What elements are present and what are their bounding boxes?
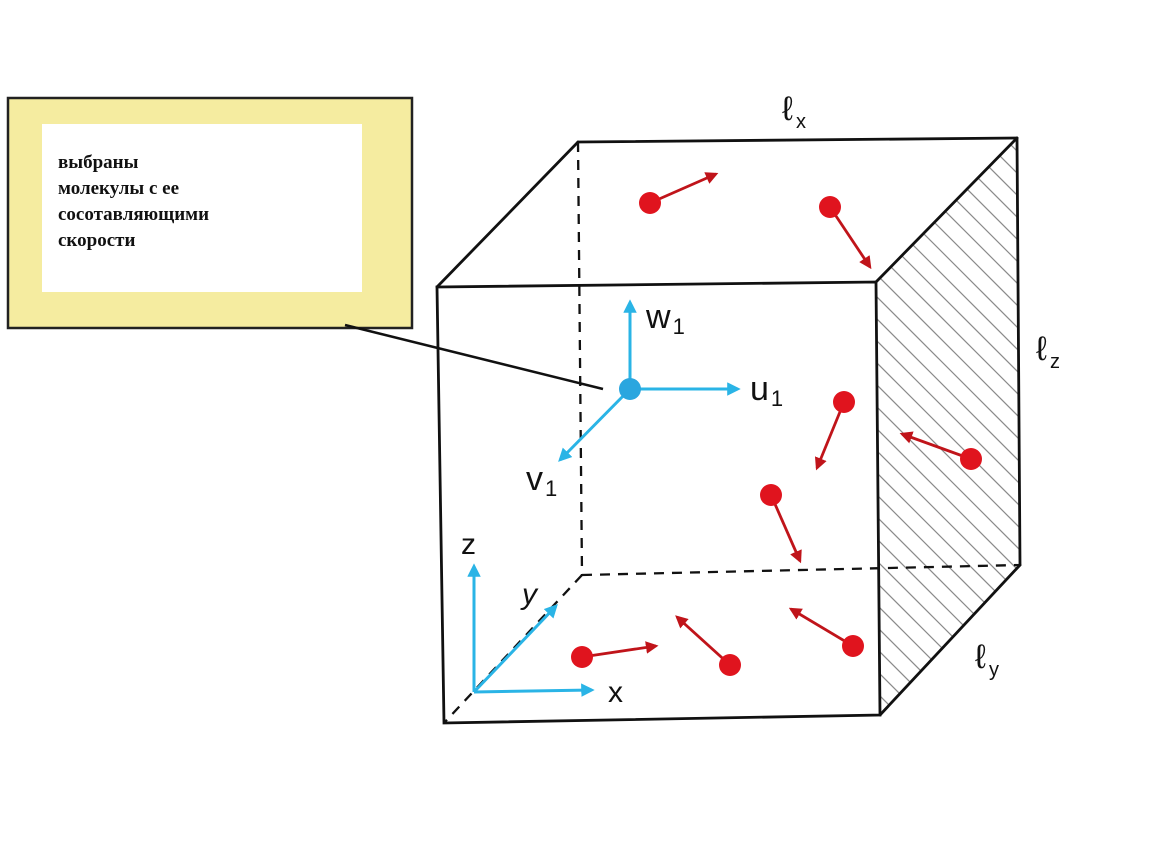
hatch-line — [876, 138, 1020, 715]
molecule-5-arrow — [769, 494, 802, 564]
hatch-line — [876, 138, 1020, 715]
hatch-line — [876, 138, 1020, 715]
molecule-7-arrow — [675, 615, 731, 667]
hatch-line — [876, 138, 1020, 715]
callout-text: выбраны молекулы с ее сосотавляющими ско… — [58, 150, 348, 254]
molecule-1-arrow — [649, 172, 719, 205]
hatch-line — [876, 138, 1020, 715]
molecule-2 — [819, 196, 872, 270]
hatch-line — [876, 138, 1020, 715]
cube-edge-bottom-right — [878, 563, 1022, 717]
hidden-edge-back-bottom — [581, 563, 1021, 577]
cube-edge-top-left — [435, 140, 580, 289]
hatch-line — [876, 138, 1020, 715]
molecule-3-arrow — [814, 401, 846, 471]
molecule-8-dot — [842, 635, 864, 657]
molecule-4 — [899, 431, 982, 470]
hatch-line — [876, 138, 1020, 715]
hatch-line — [876, 138, 1020, 715]
molecule-6-dot — [571, 646, 593, 668]
molecule-7 — [675, 615, 741, 676]
axis-y-label: y — [520, 578, 539, 611]
hatch-line — [876, 138, 1020, 715]
molecule-1-dot — [639, 192, 661, 214]
cube-front-face — [435, 280, 882, 725]
hatch-line — [876, 138, 1020, 715]
molecule-3-dot — [833, 391, 855, 413]
molecule-8 — [788, 607, 864, 657]
hidden-edge-bottom-left — [443, 574, 583, 724]
hidden-edge-back-left — [576, 141, 584, 576]
hatch-line — [876, 138, 1020, 715]
cube — [435, 136, 1022, 725]
selected-molecule-group: w1 u1 v1 — [526, 298, 783, 501]
label-w1: w1 — [645, 298, 685, 339]
hatch-line — [876, 138, 1020, 715]
callout-line-4: скорости — [58, 230, 136, 251]
coordinate-axes: z x y — [461, 528, 623, 709]
molecule-2-arrow — [828, 206, 872, 270]
callout-line-1: выбраны — [58, 152, 139, 173]
axis-x-label: x — [608, 676, 623, 709]
hatch-line — [876, 138, 1020, 715]
molecule-5-dot — [760, 484, 782, 506]
hatch-line — [876, 138, 1020, 715]
hatch-line — [876, 138, 1020, 715]
molecule-4-dot — [960, 448, 982, 470]
molecule-2-dot — [819, 196, 841, 218]
callout-leader-line — [344, 323, 604, 391]
selected-molecule — [619, 378, 641, 400]
hatch-line — [876, 138, 1020, 715]
cube-edge-top-back — [576, 136, 1019, 144]
hatch-line — [876, 138, 1020, 715]
molecule-6 — [571, 641, 659, 668]
molecule-3 — [814, 391, 855, 471]
velocity-v-arrow — [558, 387, 632, 462]
hatch-line — [876, 138, 1020, 715]
molecule-8-arrow — [788, 607, 854, 648]
callout-line-2: молекулы с ее — [58, 178, 180, 199]
hatch-line — [876, 138, 1020, 715]
hatch-line — [876, 138, 1020, 715]
cube-hidden-edges — [443, 141, 1021, 724]
axis-x-arrow — [473, 683, 595, 697]
callout — [6, 96, 604, 391]
callout-line-3: сосотавляющими — [58, 204, 210, 225]
label-v1: v1 — [526, 460, 557, 501]
label-u1: u1 — [750, 370, 783, 411]
hatch-line — [876, 138, 1020, 715]
molecule-7-dot — [719, 654, 741, 676]
molecule-5 — [760, 484, 802, 564]
molecule-1 — [639, 172, 719, 214]
molecule-6-arrow — [581, 641, 659, 659]
hatch-line — [876, 138, 1020, 715]
molecule-4-arrow — [899, 431, 972, 461]
cube-edge-top-right — [874, 136, 1019, 284]
callout-inner — [42, 124, 362, 292]
hatch-line — [876, 138, 1020, 715]
molecules — [571, 172, 982, 676]
axis-y-arrow — [472, 604, 558, 694]
axis-z-label: z — [461, 528, 476, 561]
hatch-line — [876, 138, 1020, 715]
cube-edge-back-right — [1015, 136, 1022, 567]
